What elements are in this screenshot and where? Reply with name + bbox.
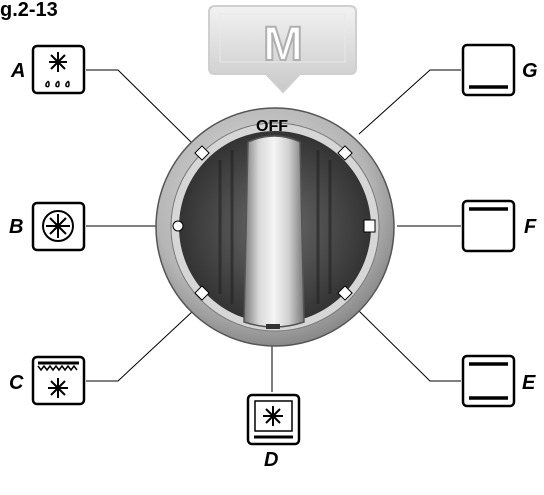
knob-handle[interactable] bbox=[243, 135, 305, 328]
function-e[interactable]: E bbox=[461, 354, 536, 408]
function-b[interactable]: B bbox=[9, 201, 86, 252]
function-d[interactable]: D bbox=[246, 393, 301, 471]
function-f[interactable]: F bbox=[461, 199, 537, 253]
function-g-letter: G bbox=[522, 60, 538, 82]
marker-c bbox=[194, 285, 210, 301]
knob-pointer bbox=[266, 324, 280, 329]
function-f-letter: F bbox=[524, 216, 537, 238]
mode-button[interactable]: M bbox=[208, 5, 357, 94]
marker-a bbox=[194, 145, 210, 161]
function-b-letter: B bbox=[9, 216, 23, 238]
top-heat-icon bbox=[461, 199, 516, 253]
knob[interactable]: OFF bbox=[155, 107, 395, 347]
mode-button-label: M bbox=[263, 18, 303, 71]
function-a-letter: A bbox=[10, 60, 25, 82]
leader-lines bbox=[86, 69, 461, 392]
marker-f bbox=[363, 219, 376, 233]
bottom-heat-icon bbox=[461, 43, 516, 97]
function-d-letter: D bbox=[264, 449, 278, 471]
function-c-letter: C bbox=[9, 372, 24, 394]
function-g[interactable]: G bbox=[461, 43, 538, 97]
function-c[interactable]: C bbox=[9, 355, 86, 406]
marker-b bbox=[172, 220, 184, 232]
marker-e bbox=[337, 285, 353, 301]
marker-g bbox=[337, 145, 353, 161]
function-e-letter: E bbox=[522, 372, 536, 394]
top-bottom-heat-icon bbox=[461, 354, 516, 408]
function-a[interactable]: A bbox=[10, 44, 86, 95]
off-label: OFF bbox=[256, 118, 288, 135]
figure-title: g.2-13 bbox=[0, 0, 58, 21]
